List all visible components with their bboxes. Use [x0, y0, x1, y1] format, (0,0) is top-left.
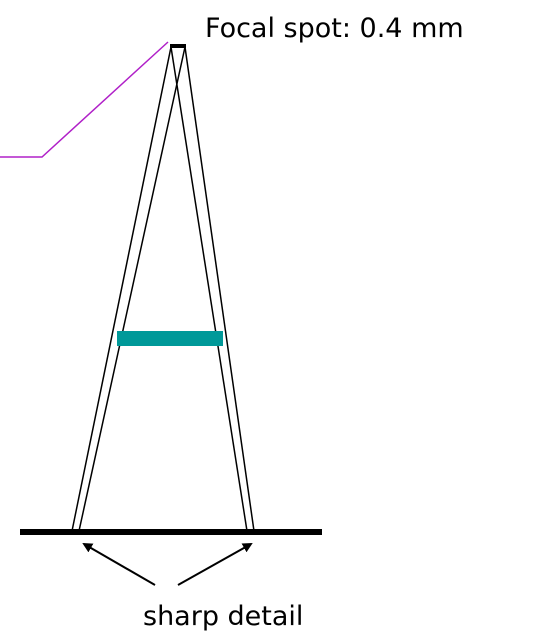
- ray-line-right-outer: [184, 46, 255, 532]
- object-bar-icon: [117, 331, 223, 346]
- arrow-icon-right: [177, 543, 253, 586]
- sharp-detail-label: sharp detail: [143, 601, 304, 632]
- focal-spot-icon: [170, 44, 186, 48]
- ray-line-left-inner: [78, 46, 186, 532]
- focal-spot-pointer-line: [0, 41, 169, 158]
- ray-line-right-inner: [170, 46, 248, 532]
- focal-spot-label: Focal spot: 0.4 mm: [205, 13, 464, 44]
- arrow-icon-left: [82, 542, 156, 586]
- ray-line-left-outer: [71, 46, 172, 532]
